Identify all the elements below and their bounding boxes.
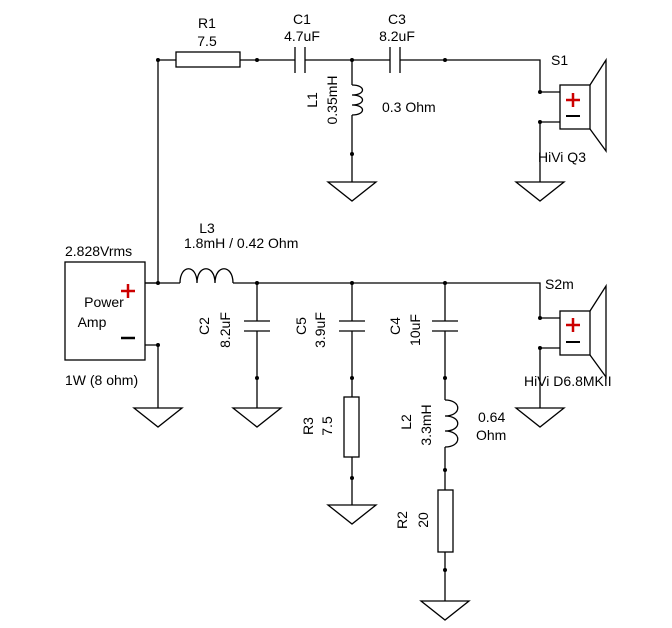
source-voltage-label: 2.828Vrms: [65, 243, 132, 259]
resistor-r3-body: [343, 396, 360, 458]
junction-dot: [255, 376, 259, 380]
junction-dot: [350, 476, 354, 480]
s1-ref-label: S1: [551, 52, 568, 68]
speaker-s2-cone-icon: [589, 283, 607, 379]
inductor-l3-coil: [179, 268, 234, 284]
junction-dot: [255, 281, 259, 285]
resistor-r1: R1 7.5: [175, 15, 241, 68]
r3-value-label: 7.5: [319, 416, 335, 436]
s2-model-label: HiVi D6.8MKII: [524, 373, 612, 389]
l1-resistance-label: 0.3 Ohm: [382, 99, 436, 115]
capacitor-c4-plates: [432, 320, 458, 332]
speaker-s2-plus-icon: [566, 318, 580, 332]
inductor-l1: L1 0.35mH 0.3 Ohm: [304, 75, 436, 124]
r3-ref-label: R3: [300, 417, 316, 435]
capacitor-c2-plates: [244, 320, 270, 332]
junction-dot: [443, 58, 447, 62]
speaker-s2-leads: [540, 317, 560, 349]
wire-l3-to-s2: [233, 282, 541, 318]
grounds: [132, 181, 566, 621]
resistor-r2-body: [437, 489, 454, 553]
wire-c3-to-s1: [400, 59, 541, 92]
ground-icon: [419, 600, 471, 621]
power-amp-label-line1: Power: [84, 294, 124, 310]
power-amp: Power Amp 2.828Vrms 1W (8 ohm): [64, 243, 146, 388]
speaker-s1-plus-icon: [566, 93, 580, 107]
capacitor-c2: C2 8.2uF: [196, 312, 270, 348]
junction-dot: [156, 281, 160, 285]
s2-ref-label: S2m: [545, 276, 574, 292]
l1-ref-label: L1: [304, 92, 320, 108]
l2-resistance-label-line2: Ohm: [476, 427, 506, 443]
speaker-s1-cone-icon: [589, 57, 607, 153]
l1-value-label: 0.35mH: [324, 75, 340, 124]
junction-dot: [255, 58, 259, 62]
inductor-l1-coil: [351, 84, 364, 116]
c5-ref-label: C5: [293, 317, 309, 335]
c4-value-label: 10uF: [407, 314, 423, 346]
wire-amp-to-r1: [145, 59, 176, 284]
r1-ref-label: R1: [198, 15, 216, 31]
junction-dot: [443, 376, 447, 380]
junction-dot: [156, 343, 160, 347]
junction-dot: [443, 568, 447, 572]
c3-ref-label: C3: [388, 11, 406, 27]
l2-value-label: 3.3mH: [418, 404, 434, 445]
speaker-s2: S2m HiVi D6.8MKII: [524, 276, 612, 389]
resistor-r3: R3 7.5: [300, 396, 360, 458]
r2-ref-label: R2: [394, 511, 410, 529]
capacitor-c3-plates: [389, 47, 401, 73]
l2-ref-label: L2: [398, 414, 414, 430]
c4-ref-label: C4: [387, 317, 403, 335]
resistor-r2: R2 20: [394, 489, 454, 553]
source-power-label: 1W (8 ohm): [65, 372, 138, 388]
capacitor-c4: C4 10uF: [387, 314, 458, 346]
inductor-l2-coil: [444, 399, 459, 448]
c2-ref-label: C2: [196, 317, 212, 335]
junction-dot: [350, 376, 354, 380]
speaker-s2-magnet: [559, 310, 591, 356]
s1-model-label: HiVi Q3: [538, 149, 586, 165]
capacitor-c1: C1 4.7uF: [284, 11, 320, 73]
l2-resistance-label-line1: 0.64: [478, 409, 505, 425]
ground-icon: [514, 407, 566, 428]
capacitor-c5-plates: [339, 320, 365, 332]
c2-value-label: 8.2uF: [217, 312, 233, 348]
inductor-l2: L2 3.3mH 0.64 Ohm: [398, 399, 506, 448]
junction-dot: [443, 468, 447, 472]
r1-value-label: 7.5: [197, 33, 217, 49]
capacitor-c5: C5 3.9uF: [293, 312, 365, 348]
speaker-s1-magnet: [559, 84, 591, 130]
c1-ref-label: C1: [293, 11, 311, 27]
c3-value-label: 8.2uF: [379, 28, 415, 44]
r2-value-label: 20: [415, 512, 431, 528]
power-amp-label-line2: Amp: [78, 314, 107, 330]
capacitor-c1-plates: [294, 47, 306, 73]
power-amp-box: [64, 261, 146, 361]
ground-icon: [326, 181, 378, 202]
capacitor-c3: C3 8.2uF: [379, 11, 415, 73]
junction-dots: [156, 58, 542, 572]
junction-dot: [443, 281, 447, 285]
speaker-s1: S1 HiVi Q3: [538, 52, 607, 165]
junction-dot: [350, 58, 354, 62]
amp-plus-terminal-icon: [121, 284, 135, 298]
ground-icon: [514, 181, 566, 202]
junction-dot: [156, 58, 160, 62]
c1-value-label: 4.7uF: [284, 28, 320, 44]
resistor-r1-body: [175, 51, 241, 68]
ground-icon: [326, 504, 378, 525]
wire-amp-to-ground: [145, 344, 159, 408]
junction-dot: [350, 152, 354, 156]
ground-icon: [132, 407, 184, 428]
speaker-s1-leads: [540, 91, 560, 123]
ground-icon: [231, 407, 283, 428]
c5-value-label: 3.9uF: [312, 312, 328, 348]
junction-dot: [350, 281, 354, 285]
l3-value-label: 1.8mH / 0.42 Ohm: [184, 235, 298, 251]
inductor-l3: L3 1.8mH / 0.42 Ohm: [179, 220, 298, 284]
l3-ref-label: L3: [199, 220, 215, 236]
